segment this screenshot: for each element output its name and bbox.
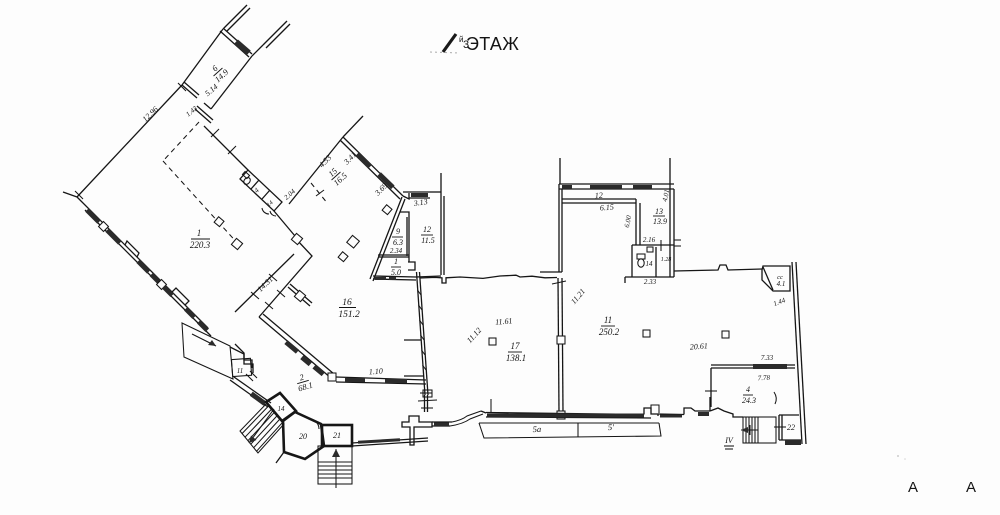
svg-text:24.3: 24.3 [742,396,756,405]
svg-text:16: 16 [342,298,352,308]
svg-text:3: 3 [463,39,469,51]
svg-text:IV: IV [724,436,734,445]
svg-text:5а: 5а [532,424,541,434]
svg-text:А: А [908,479,918,496]
svg-text:4: 4 [746,385,750,394]
svg-text:14: 14 [265,199,274,208]
svg-text:5': 5' [608,422,615,432]
svg-text:20: 20 [299,432,307,441]
svg-text:1.28: 1.28 [661,257,672,263]
svg-text:11.5: 11.5 [421,236,434,245]
svg-text:2.34: 2.34 [390,247,403,255]
svg-text:14: 14 [278,405,286,413]
svg-text:22: 22 [787,423,795,432]
svg-text:17: 17 [511,341,521,351]
svg-text:5.14: 5.14 [203,82,220,98]
svg-text:2: 2 [298,372,306,383]
svg-text:14: 14 [646,260,654,268]
svg-text:4: 4 [253,186,261,195]
svg-text:7.33: 7.33 [761,354,774,362]
svg-text:1.44: 1.44 [772,296,787,308]
svg-text:21: 21 [333,431,341,440]
svg-text:6.15: 6.15 [600,203,615,213]
svg-text:2.04: 2.04 [282,187,297,201]
svg-text:6.00: 6.00 [623,214,633,228]
svg-text:6.3: 6.3 [393,238,403,247]
svg-text:14.31: 14.31 [256,275,275,294]
svg-text:3.41: 3.41 [341,150,358,167]
svg-text:2.16: 2.16 [643,236,656,244]
svg-text:13: 13 [655,207,663,216]
svg-text:151.2: 151.2 [338,310,360,320]
svg-text:68.1: 68.1 [297,380,314,394]
svg-text:4.01: 4.01 [661,189,671,203]
svg-text:11.61: 11.61 [495,316,513,326]
svg-text:12: 12 [423,225,431,234]
svg-text:6: 6 [210,63,220,74]
svg-text:11: 11 [604,315,612,325]
svg-text:11.12: 11.12 [465,326,483,345]
svg-text:сс: сс [777,274,783,281]
svg-text:11: 11 [237,367,243,375]
svg-text:7.78: 7.78 [757,374,770,383]
svg-text:13.9: 13.9 [653,217,667,226]
svg-text:1: 1 [394,257,398,266]
svg-text:12.96: 12.96 [141,105,160,124]
svg-text:1: 1 [197,228,202,238]
svg-text:3.13: 3.13 [412,197,428,208]
svg-text:250.2: 250.2 [599,327,620,337]
svg-text:5.0: 5.0 [391,268,401,277]
svg-text:ЭТАЖ: ЭТАЖ [466,34,519,54]
svg-text:20.61: 20.61 [690,341,709,351]
svg-text:А: А [966,479,976,496]
svg-text:138.1: 138.1 [506,353,526,363]
svg-text:11.21: 11.21 [569,287,587,306]
svg-text:220.3: 220.3 [190,240,211,250]
svg-text:й: й [459,35,463,44]
svg-text:1.10: 1.10 [369,367,384,377]
svg-text:2.33: 2.33 [644,278,657,286]
svg-text:9: 9 [396,227,400,236]
svg-text:4.1: 4.1 [777,280,786,288]
svg-text:12: 12 [595,191,604,201]
